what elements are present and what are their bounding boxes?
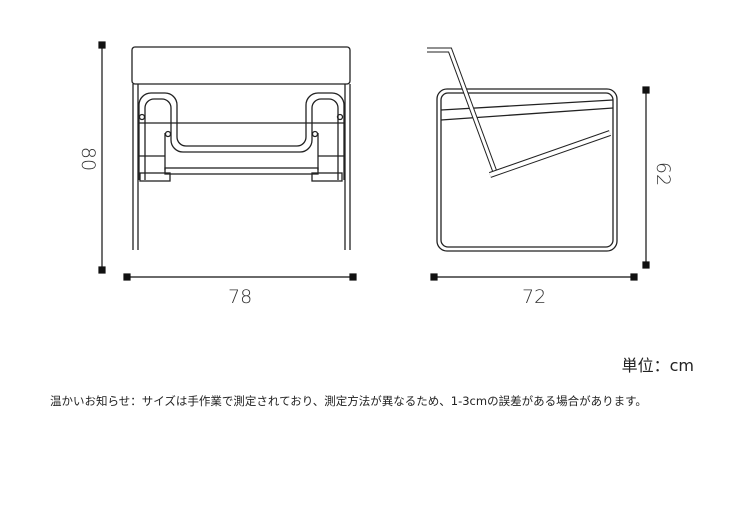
unit-label: 単位：cm bbox=[621, 356, 694, 375]
side-height-label: 62 bbox=[652, 161, 675, 187]
side-depth-label: 72 bbox=[522, 286, 547, 308]
side-view-chair bbox=[427, 47, 618, 252]
front-view-chair bbox=[131, 46, 351, 250]
front-width-label: 78 bbox=[228, 286, 253, 308]
measurement-notice: 温かいお知らせ：サイズは手作業で測定されており、測定方法が異なるため、1-3cm… bbox=[50, 394, 647, 408]
front-height-label: 80 bbox=[77, 146, 100, 172]
dimension-lines bbox=[98, 41, 650, 281]
